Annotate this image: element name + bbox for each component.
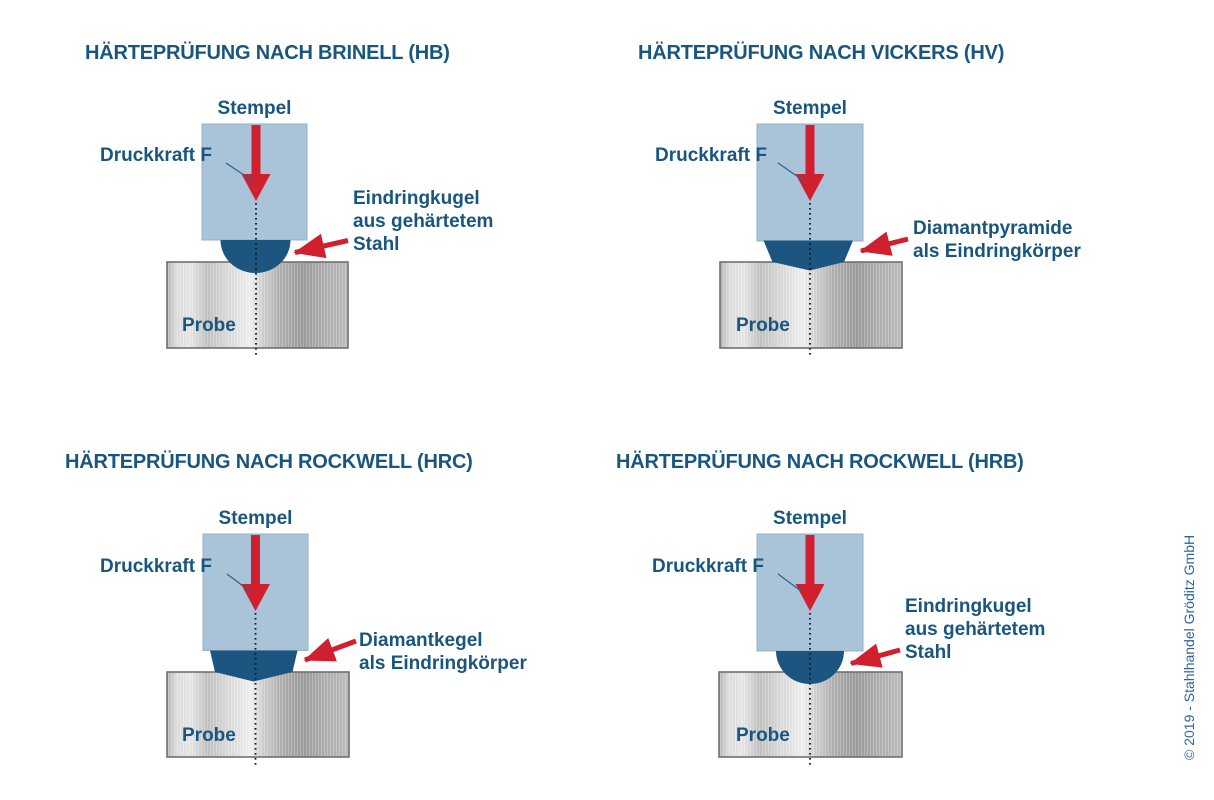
- annotation-line: als Eindringkörper: [359, 653, 527, 674]
- force-label-pointer-line: [777, 573, 802, 592]
- rockwell-hrb-stamp-label: Stempel: [773, 508, 847, 529]
- annotation-line: Eindringkugel: [353, 188, 480, 209]
- annotation-arrow: [303, 637, 357, 663]
- annotation-line: als Eindringkörper: [913, 241, 1081, 262]
- force-label-pointer-line: [226, 573, 252, 593]
- copyright-notice: © 2019 - Stahlhandel Gröditz GmbH: [1181, 534, 1197, 760]
- annotation-line: Diamantkegel: [359, 630, 483, 651]
- pyramid-indenter: [763, 240, 853, 271]
- rockwell-hrc-title: HÄRTEPRÜFUNG NACH ROCKWELL (HRC): [65, 451, 473, 473]
- annotation-arrow: [849, 643, 901, 668]
- rockwell-hrc-stamp-label: Stempel: [218, 508, 293, 529]
- force-arrow-head: [241, 174, 271, 201]
- force-arrow-head: [241, 584, 270, 611]
- brinell-title: HÄRTEPRÜFUNG NACH BRINELL (HB): [85, 42, 450, 64]
- ball-indenter: [220, 240, 291, 274]
- stamp-shape: [202, 533, 309, 651]
- vickers-title: HÄRTEPRÜFUNG NACH VICKERS (HV): [638, 42, 1005, 64]
- annotation-line: Stahl: [353, 234, 400, 255]
- annotation-arrow: [859, 231, 909, 256]
- vickers-stamp-label: Stempel: [773, 98, 847, 119]
- vickers-annotation: Diamantpyramide als Eindringkörper: [913, 217, 1081, 263]
- brinell-annotation: Eindringkugel aus gehärtetem Stahl: [353, 187, 493, 256]
- ball-indenter: [776, 651, 844, 684]
- force-arrow-head: [795, 174, 825, 201]
- force-arrow-head: [795, 584, 825, 611]
- brinell-stamp-label: Stempel: [217, 98, 292, 119]
- stamp-shape: [756, 123, 864, 242]
- rockwell-hrb-sample-label: Probe: [736, 725, 790, 746]
- rockwell-hrc-sample-label: Probe: [182, 725, 236, 746]
- brinell-force-label: Druckkraft F: [100, 145, 212, 166]
- annotation-line: aus gehärtetem: [905, 619, 1046, 640]
- rockwell-hrb-force-label: Druckkraft F: [652, 556, 764, 577]
- stamp-shape: [756, 533, 864, 652]
- force-label-pointer-line: [777, 162, 805, 182]
- force-label-pointer-line: [225, 162, 254, 182]
- rockwell-hrc-annotation: Diamantkegel als Eindringkörper: [359, 629, 527, 675]
- annotation-arrow: [293, 233, 349, 259]
- annotation-line: Eindringkugel: [905, 596, 1032, 617]
- stamp-shape: [201, 123, 308, 241]
- rockwell-hrb-annotation: Eindringkugel aus gehärtetem Stahl: [905, 595, 1045, 664]
- vickers-force-label: Druckkraft F: [655, 145, 767, 166]
- annotation-line: Diamantpyramide: [913, 218, 1073, 239]
- brinell-sample-label: Probe: [182, 315, 236, 336]
- annotation-line: Stahl: [905, 642, 952, 663]
- annotation-line: aus gehärtetem: [353, 211, 494, 232]
- rockwell-hrb-title: HÄRTEPRÜFUNG NACH ROCKWELL (HRB): [616, 451, 1024, 473]
- vickers-sample-label: Probe: [736, 315, 790, 336]
- rockwell-hrc-force-label: Druckkraft F: [100, 556, 212, 577]
- cone-indenter: [210, 650, 298, 682]
